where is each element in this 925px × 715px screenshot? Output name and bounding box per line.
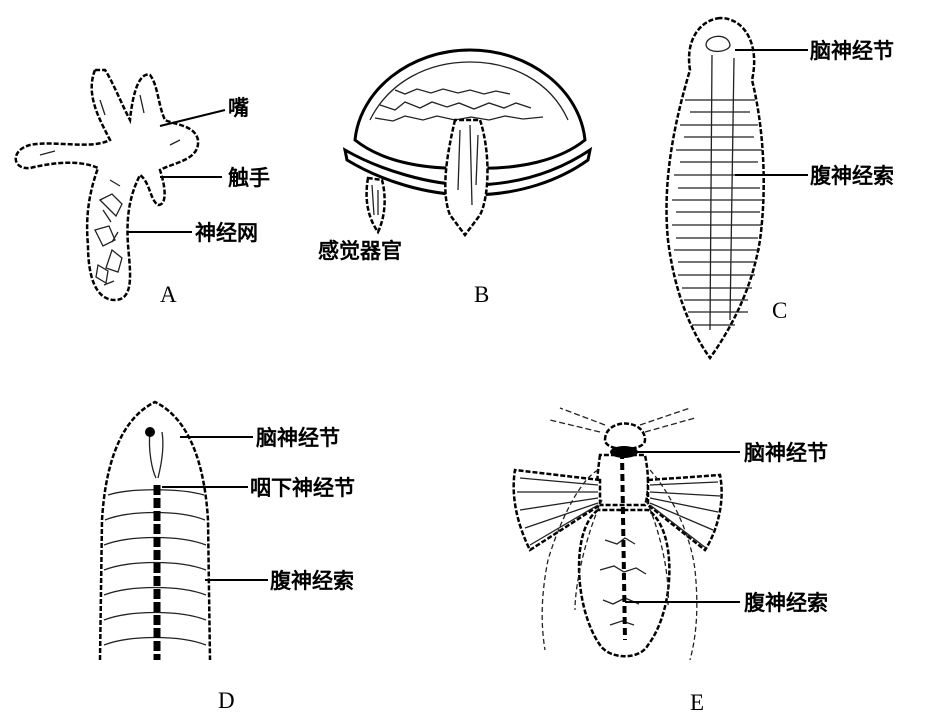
caption-e: E — [690, 690, 704, 715]
mouth-label: 嘴 — [228, 96, 249, 120]
tentacle-label: 触手 — [228, 166, 270, 190]
sense-organ-label: 感觉器官 — [318, 239, 402, 263]
c-brain-ganglion-label: 脑神经节 — [810, 39, 894, 63]
d-subpharyngeal-ganglion-label: 咽下神经节 — [250, 476, 355, 500]
hydra-illustration — [16, 70, 198, 300]
d-ventral-cord-label: 腹神经索 — [270, 569, 354, 593]
d-brain-ganglion-dot — [145, 427, 155, 437]
caption-c: C — [772, 298, 787, 323]
mouth-pointer — [160, 110, 225, 126]
planarian-illustration — [667, 18, 764, 358]
jellyfish-illustration — [345, 50, 590, 235]
nerve-net-label: 神经网 — [195, 221, 258, 245]
c-ventral-cord-label: 腹神经索 — [810, 164, 894, 188]
caption-b: B — [474, 282, 489, 307]
caption-a: A — [160, 282, 177, 307]
caption-d: D — [218, 688, 235, 713]
insect-illustration — [514, 408, 722, 660]
e-brain-ganglion-label: 脑神经节 — [744, 441, 828, 465]
d-brain-ganglion-label: 脑神经节 — [256, 426, 340, 450]
e-brain-ganglion-dot — [610, 446, 638, 458]
e-ventral-cord-label: 腹神经索 — [744, 591, 828, 615]
earthworm-illustration — [100, 402, 210, 660]
